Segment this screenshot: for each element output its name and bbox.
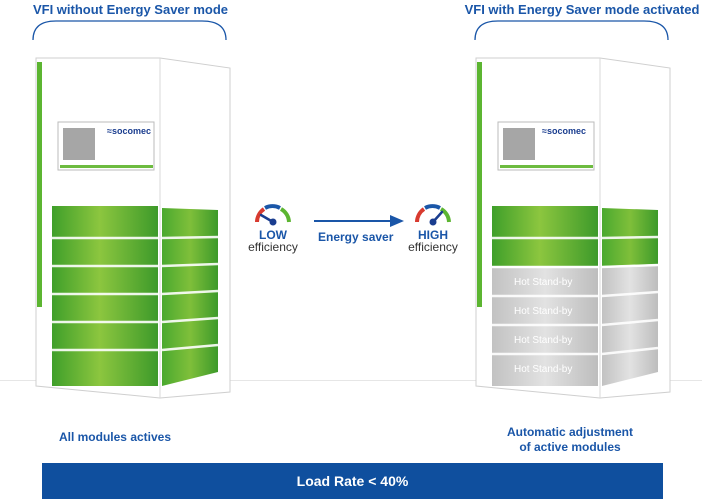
standby-label-2: Hot Stand-by	[514, 306, 572, 317]
left-title: VFI without Energy Saver mode	[32, 2, 229, 17]
ups-cabinet-left: ≈socomec	[35, 57, 231, 399]
ups-cabinet-right: ≈socomec Hot Stand-by Hot Stand-by Hot S…	[475, 57, 671, 399]
energy-saver-label: Energy saver	[318, 230, 394, 244]
high-gauge-label: HIGH	[418, 228, 448, 242]
standby-label-4: Hot Stand-by	[514, 364, 572, 375]
load-rate-label: Load Rate < 40%	[296, 473, 409, 489]
socomec-logo-left: ≈socomec	[107, 126, 151, 136]
socomec-logo-right: ≈socomec	[542, 126, 586, 136]
energy-saver-arrow-icon	[314, 215, 404, 227]
standby-label-1: Hot Stand-by	[514, 277, 572, 288]
load-rate-bar: Load Rate < 40%	[42, 463, 663, 499]
right-title: VFI with Energy Saver mode activated	[464, 2, 700, 17]
right-caption-line1: Automatic adjustment	[506, 425, 633, 439]
right-title-bracket	[474, 20, 669, 41]
high-gauge-icon	[415, 204, 451, 226]
low-gauge-icon	[255, 204, 291, 226]
standby-label-3: Hot Stand-by	[514, 335, 572, 346]
right-caption-line2: of active modules	[519, 440, 621, 454]
low-gauge-sub: efficiency	[248, 240, 298, 254]
low-gauge-label: LOW	[259, 228, 287, 242]
high-gauge-sub: efficiency	[408, 240, 458, 254]
left-caption: All modules actives	[58, 430, 172, 444]
left-title-bracket	[32, 20, 227, 41]
floor-line	[0, 380, 702, 381]
